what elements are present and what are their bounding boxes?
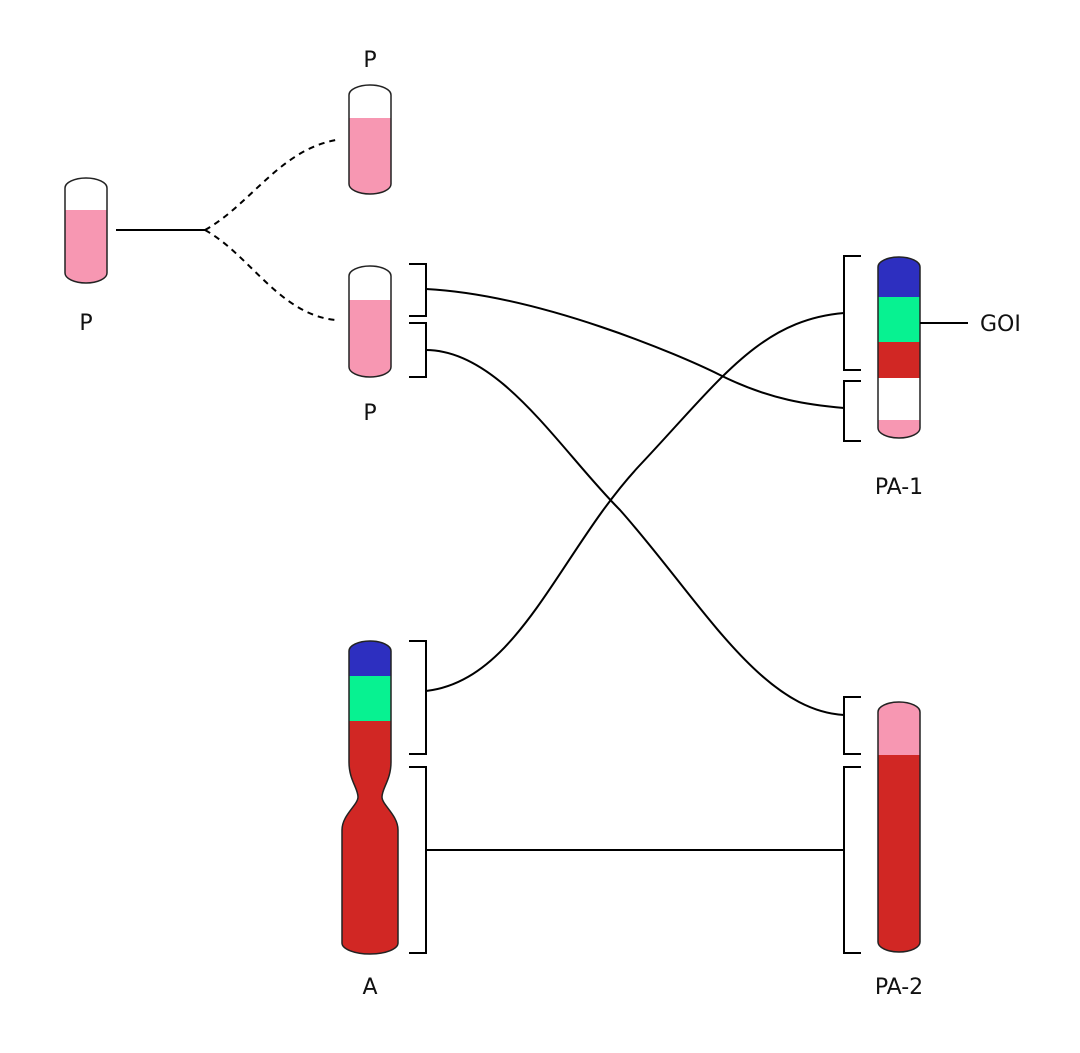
pa2-outline xyxy=(877,701,921,953)
bracket-pa1-upper xyxy=(843,255,861,371)
bracket-pa1-lower xyxy=(843,380,861,442)
chromosome-p-middle xyxy=(348,265,392,378)
pa1-white-band xyxy=(878,378,920,420)
chromosome-p-left xyxy=(64,177,108,284)
a-outline xyxy=(341,640,399,955)
connector-p-lower-to-pa2-upper xyxy=(425,349,845,716)
p-top-pink-segment xyxy=(349,118,391,194)
a-blue-band xyxy=(349,641,391,676)
label-goi: GOI xyxy=(980,312,1021,337)
p-top-outline xyxy=(348,84,392,195)
pa1-pink-tip xyxy=(878,420,920,438)
p-top-white-cap xyxy=(349,85,391,118)
bracket-pa2-upper xyxy=(843,696,861,755)
pa1-green-band xyxy=(878,297,920,342)
p-middle-white-cap xyxy=(349,266,391,300)
bracket-a-upper xyxy=(409,640,427,755)
label-p-left: P xyxy=(79,311,92,336)
chromosome-pa1 xyxy=(877,256,921,439)
pa1-blue-band xyxy=(878,257,920,297)
bracket-p-lower xyxy=(409,322,427,378)
label-pa1: PA-1 xyxy=(875,475,923,500)
label-p-top: P xyxy=(363,48,376,73)
pa2-pink-band xyxy=(878,702,920,755)
label-pa2: PA-2 xyxy=(875,975,923,1000)
label-a: A xyxy=(362,975,377,1000)
chromosome-a xyxy=(341,640,399,955)
pa1-red-band xyxy=(878,342,920,378)
bracket-a-lower xyxy=(409,766,427,954)
p-left-pink-segment xyxy=(65,210,107,283)
pa1-outline xyxy=(877,256,921,439)
a-green-band xyxy=(349,676,391,721)
p-middle-outline xyxy=(348,265,392,378)
chromosome-p-top xyxy=(348,84,392,195)
label-p-middle: P xyxy=(363,401,376,426)
chromosome-pa2 xyxy=(877,701,921,953)
connector-p-upper-to-pa1-lower xyxy=(425,288,845,409)
p-middle-pink-segment xyxy=(349,300,391,377)
p-left-white-cap xyxy=(65,178,107,210)
bracket-p-upper xyxy=(409,263,427,317)
pa2-red-band xyxy=(878,755,920,952)
p-left-outline xyxy=(64,177,108,284)
connector-a-upper-to-pa1-upper xyxy=(425,312,845,692)
dashed-branch-bottom xyxy=(204,229,337,321)
bracket-pa2-lower xyxy=(843,766,861,954)
a-red-band xyxy=(342,721,398,954)
dashed-branch-top xyxy=(204,139,337,231)
